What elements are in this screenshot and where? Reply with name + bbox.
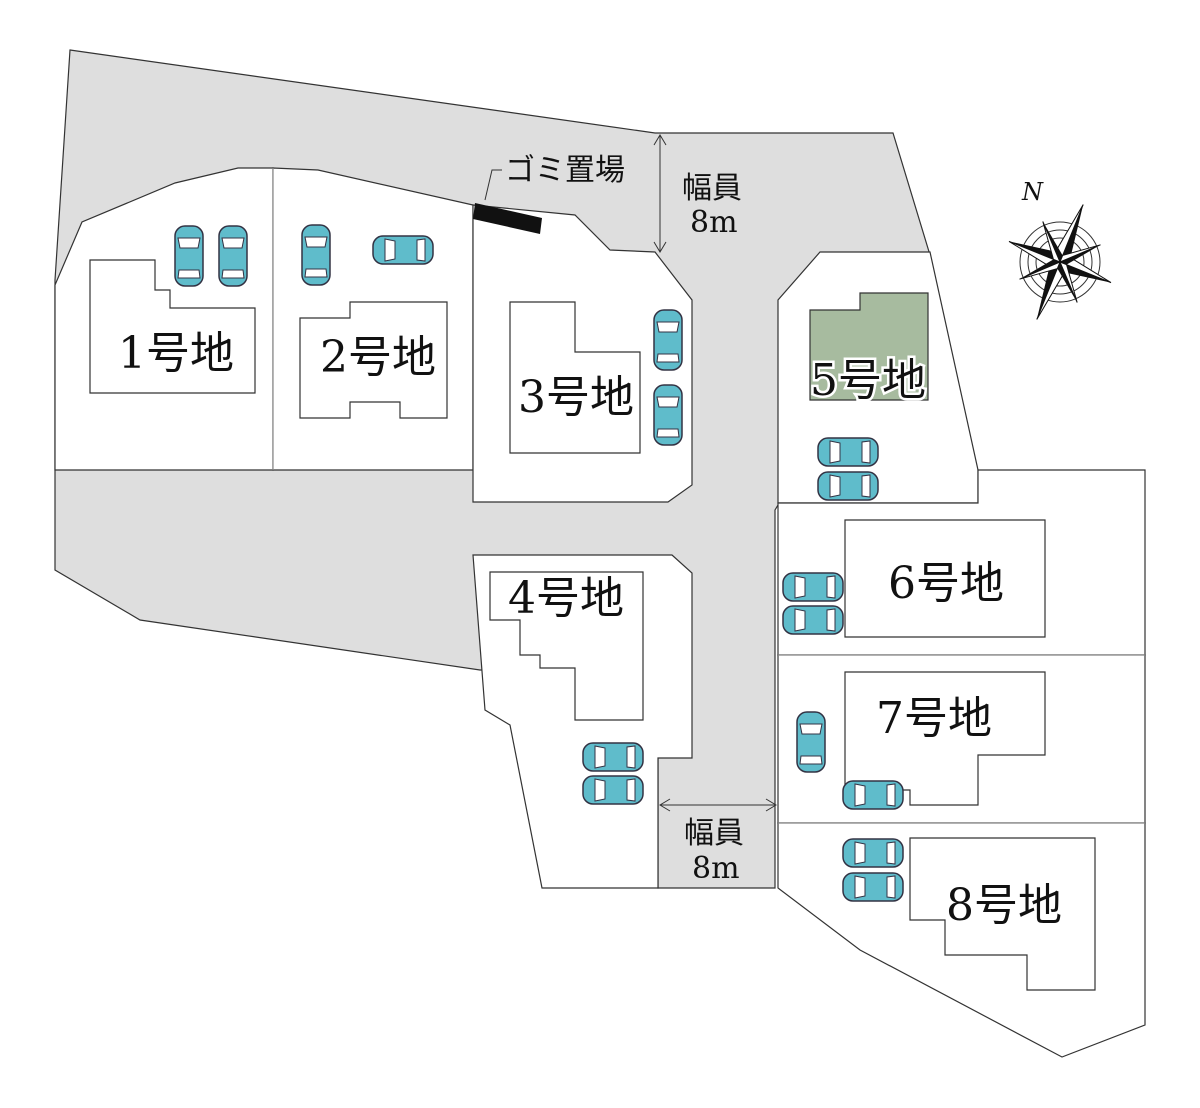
compass-north-label: N — [1021, 178, 1044, 206]
house-3 — [509, 301, 641, 454]
car-icon — [817, 471, 879, 501]
lot-7-label: 7号地 — [876, 693, 992, 744]
road-width-top-arrow-up — [653, 134, 667, 146]
house-6 — [844, 519, 1046, 638]
car-icon — [842, 838, 904, 868]
road-width-top: 幅員 8m — [653, 134, 742, 253]
garbage-area: ゴミ置場 — [473, 153, 625, 234]
road-width-top-arrow-down — [653, 241, 667, 253]
car-icon — [842, 872, 904, 902]
car-icon — [582, 775, 644, 805]
garbage-leader-line — [484, 169, 502, 201]
road-width-top-label-1: 幅員 — [682, 171, 742, 206]
garbage-label: ゴミ置場 — [505, 153, 625, 188]
house-5 — [809, 292, 929, 401]
car-icon — [653, 309, 683, 371]
road-width-bottom-arrow-left — [659, 798, 671, 812]
road-width-bottom: 幅員 8m — [659, 798, 777, 886]
car-icon — [301, 224, 331, 286]
car-icon — [218, 225, 248, 287]
lot-2-label: 2号地 — [320, 332, 436, 383]
lot-4-label: 4号地 — [508, 573, 624, 624]
house-8 — [909, 837, 1096, 991]
house-1 — [89, 259, 256, 394]
lot-8-label: 8号地 — [946, 880, 1062, 931]
lot-5-label: 5号地 — [810, 355, 926, 406]
car-icon — [796, 711, 826, 773]
compass-rose-icon: N — [1008, 178, 1112, 320]
road-width-bottom-arrow-right — [765, 798, 777, 812]
lot-3-label: 3号地 — [518, 372, 634, 423]
car-icon — [582, 742, 644, 772]
car-icon — [653, 384, 683, 446]
car-icon — [782, 605, 844, 635]
car-icon — [842, 780, 904, 810]
house-2 — [299, 301, 448, 419]
car-icon — [817, 437, 879, 467]
house-4 — [489, 571, 644, 721]
car-icon — [174, 225, 204, 287]
lot-dividers — [272, 168, 1145, 824]
lot-1-label: 1号地 — [118, 328, 234, 379]
lot-6-label: 6号地 — [888, 558, 1004, 609]
house-footprints — [89, 259, 1096, 991]
car-icon — [782, 572, 844, 602]
road-width-bottom-label-2: 8m — [692, 851, 740, 886]
car-icon — [372, 235, 434, 265]
lot-labels: 1号地 2号地 3号地 4号地 5号地 6号地 7号地 8号地 — [118, 328, 1062, 931]
road-width-bottom-label-1: 幅員 — [684, 816, 744, 851]
garbage-block — [473, 203, 542, 234]
road-width-top-label-2: 8m — [690, 205, 738, 240]
